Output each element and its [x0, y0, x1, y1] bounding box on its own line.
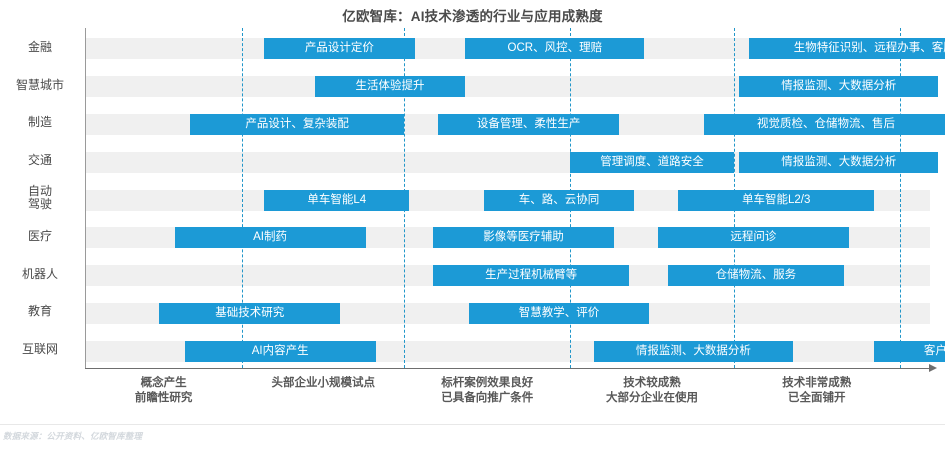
stage-caption-line1: 标杆案例效果良好 — [441, 377, 534, 389]
bar-医疗-0[interactable]: AI制药 — [174, 227, 366, 249]
stage-caption-line2: 前瞻性研究 — [134, 392, 193, 404]
stage-caption-line2: 已全面铺开 — [788, 392, 846, 404]
axis-left-cap — [85, 28, 86, 369]
row-label-互联网: 互联网 — [0, 343, 80, 356]
page-title: 亿欧智库：AI技术渗透的行业与应用成熟度 — [342, 9, 603, 24]
bar-互联网-0[interactable]: AI内容产生 — [184, 340, 376, 362]
footer-divider — [0, 424, 945, 425]
row-label-自动驾驶: 自动驾驶 — [0, 185, 80, 211]
row-label-line1: 医疗 — [27, 228, 52, 243]
row-label-智慧城市: 智慧城市 — [0, 77, 80, 92]
row-label-line1: 金融 — [27, 39, 52, 54]
row-label-line1: 互联网 — [21, 342, 58, 357]
bar-金融-2[interactable]: 生物特征识别、远程办事、客服 — [749, 38, 945, 60]
bar-机器人-1[interactable]: 仓储物流、服务 — [668, 265, 844, 287]
bar-交通-0[interactable]: 管理调度、道路安全 — [570, 151, 734, 173]
row-label-机器人: 机器人 — [0, 266, 80, 281]
stage-divider-4 — [899, 28, 901, 368]
row-label-line1: 交通 — [27, 153, 52, 168]
bar-医疗-1[interactable]: 影像等医疗辅助 — [433, 227, 614, 249]
stage-caption-2: 标杆案例效果良好已具备向推广条件 — [397, 376, 577, 406]
bar-机器人-0[interactable]: 生产过程机械臂等 — [433, 265, 630, 287]
row-label-line1: 智慧城市 — [15, 77, 64, 92]
bar-教育-1[interactable]: 智慧教学、评价 — [468, 302, 650, 324]
row-label-医疗: 医疗 — [0, 228, 80, 243]
row-label-制造: 制造 — [0, 116, 80, 129]
stage-caption-line1: 头部企业小规模试点 — [271, 377, 376, 389]
x-axis-arrow-icon — [929, 364, 937, 372]
row-label-教育: 教育 — [0, 305, 80, 318]
source-note: 数据来源：公开资料、亿欧智库整理 — [3, 431, 143, 441]
bar-金融-1[interactable]: OCR、风控、理赔 — [465, 38, 645, 60]
stage-caption-line1: 概念产生 — [140, 377, 187, 389]
stage-caption-1: 头部企业小规模试点 — [233, 376, 413, 391]
bar-自动驾驶-0[interactable]: 单车智能L4 — [264, 189, 410, 211]
row-band — [85, 76, 930, 98]
stage-caption-line2: 已具备向推广条件 — [441, 392, 534, 404]
row-label-交通: 交通 — [0, 154, 80, 167]
row-label-line2: 驾驶 — [27, 197, 52, 211]
stage-caption-3: 技术较成熟大部分企业在使用 — [562, 376, 742, 406]
stage-caption-4: 技术非常成熟已全面铺开 — [727, 376, 907, 406]
bar-互联网-1[interactable]: 情报监测、大数据分析 — [593, 340, 794, 362]
bar-交通-1[interactable]: 情报监测、大数据分析 — [739, 151, 939, 173]
bar-智慧城市-1[interactable]: 情报监测、大数据分析 — [739, 76, 939, 98]
bar-金融-0[interactable]: 产品设计定价 — [264, 38, 415, 60]
bar-互联网-2[interactable]: 客户触达、智慧营销 — [874, 340, 945, 362]
stage-caption-line1: 技术较成熟 — [623, 377, 681, 389]
bar-教育-0[interactable]: 基础技术研究 — [159, 302, 341, 324]
bar-制造-1[interactable]: 设备管理、柔性生产 — [438, 113, 620, 135]
bar-制造-2[interactable]: 视觉质检、仓储物流、售后 — [703, 113, 945, 135]
row-label-line1: 机器人 — [21, 266, 58, 281]
row-label-line1: 教育 — [27, 304, 52, 319]
bar-医疗-2[interactable]: 远程问诊 — [657, 227, 849, 249]
row-label-金融: 金融 — [0, 39, 80, 54]
bar-自动驾驶-2[interactable]: 单车智能L2/3 — [678, 189, 875, 211]
row-label-line1: 制造 — [27, 115, 52, 130]
bar-智慧城市-0[interactable]: 生活体验提升 — [314, 76, 466, 98]
stage-caption-line1: 技术非常成熟 — [782, 377, 852, 389]
row-label-line1: 自动 — [27, 184, 52, 198]
stage-caption-line2: 大部分企业在使用 — [605, 392, 698, 404]
bar-制造-0[interactable]: 产品设计、复杂装配 — [189, 113, 405, 135]
stage-divider-0 — [242, 28, 244, 368]
bar-自动驾驶-1[interactable]: 车、路、云协同 — [483, 189, 635, 211]
x-axis-line — [85, 368, 930, 369]
stage-caption-0: 概念产生前瞻性研究 — [74, 376, 254, 406]
